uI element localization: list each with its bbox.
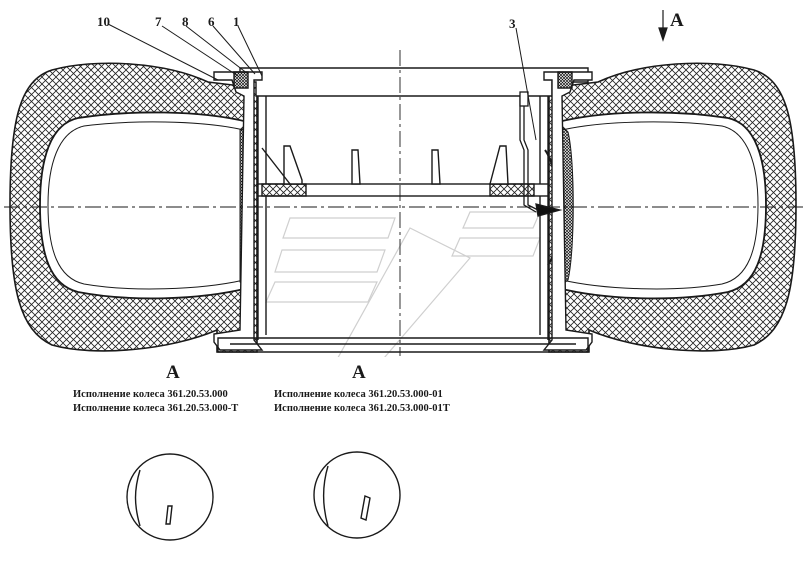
left-tire — [9, 62, 258, 353]
right-tire — [544, 62, 797, 353]
view-a-left-label: A — [166, 362, 180, 383]
caption-right-line2: Исполнение колеса 361.20.53.000-01Т — [274, 403, 450, 414]
caption-right-line1: Исполнение колеса 361.20.53.000-01 — [274, 389, 443, 400]
callout-3: 3 — [509, 16, 516, 31]
detail-view-left — [126, 453, 214, 541]
callout-6: 6 — [208, 14, 215, 29]
detail-view-right — [313, 451, 401, 539]
callout-8: 8 — [182, 14, 189, 29]
leader-lines — [107, 23, 537, 141]
wheel-disk — [257, 145, 549, 197]
view-arrow — [658, 10, 668, 42]
wheel-rim — [213, 67, 593, 353]
centerlines — [4, 50, 803, 356]
view-marker-a: A — [670, 10, 684, 31]
callout-10: 10 — [97, 14, 110, 29]
callout-1: 1 — [233, 14, 240, 29]
watermark — [265, 211, 541, 357]
caption-left-line2: Исполнение колеса 361.20.53.000-Т — [73, 403, 238, 414]
caption-left-line1: Исполнение колеса 361.20.53.000 — [73, 389, 228, 400]
view-a-right-label: A — [352, 362, 366, 383]
callout-7: 7 — [155, 14, 162, 29]
